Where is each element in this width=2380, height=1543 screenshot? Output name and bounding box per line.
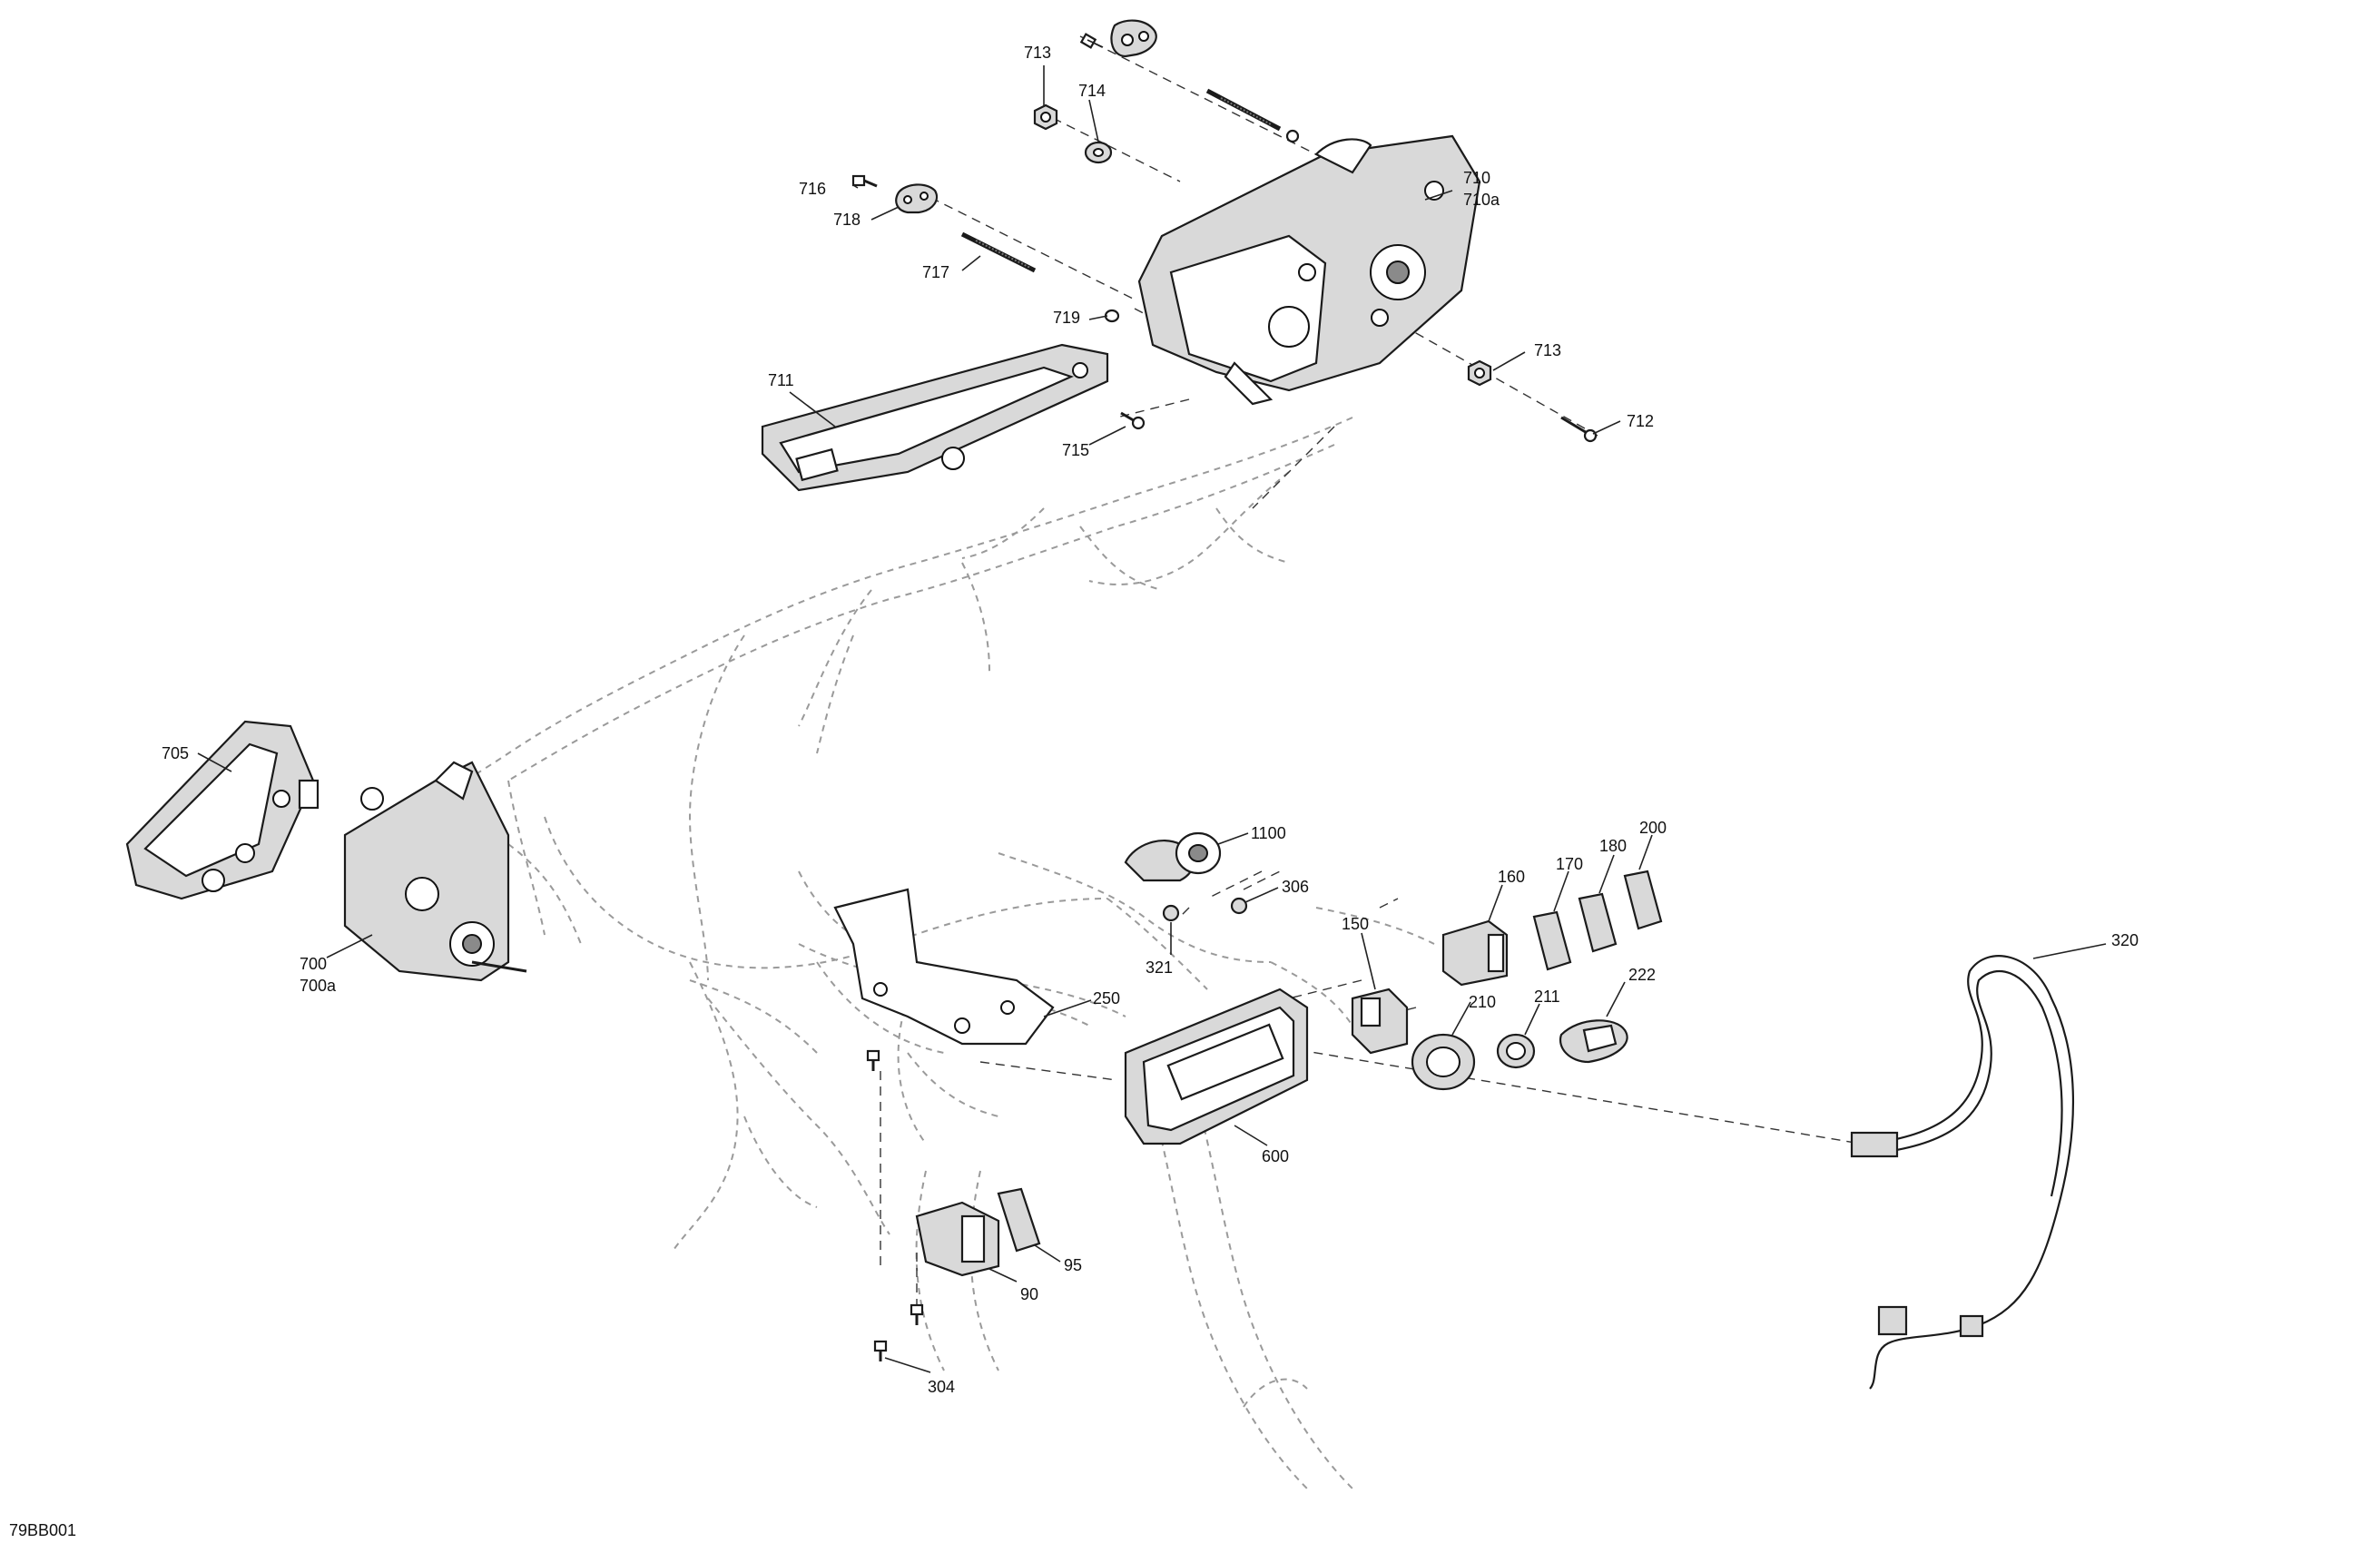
- callout-717: 717: [922, 263, 949, 281]
- bolt-712: [1560, 416, 1598, 443]
- headlight-housing-710: [1137, 134, 1481, 406]
- switch-90: [915, 1201, 1000, 1277]
- switch-160: [1441, 919, 1509, 987]
- nut-713-lower: [1467, 359, 1492, 387]
- display-cluster-600: [1124, 988, 1309, 1145]
- socket-222: [1559, 1019, 1628, 1064]
- bolt-top: [1079, 33, 1104, 49]
- screw-306: [1230, 897, 1248, 915]
- reference-code: 79BB001: [9, 1521, 76, 1539]
- callout-320: 320: [2111, 931, 2139, 949]
- callout-170: 170: [1556, 855, 1583, 873]
- ring-210: [1411, 1033, 1476, 1091]
- callout-1100: 1100: [1251, 824, 1286, 842]
- callout-150: 150: [1342, 915, 1369, 933]
- callout-600: 600: [1262, 1147, 1289, 1165]
- switch-cap-170: [1532, 910, 1572, 971]
- callout-250: 250: [1093, 989, 1120, 1007]
- callout-200: 200: [1639, 819, 1667, 837]
- screw-715: [1120, 411, 1146, 430]
- switch-cap-180: [1578, 892, 1618, 953]
- callout-304: 304: [928, 1378, 955, 1396]
- callout-719: 719: [1053, 309, 1080, 327]
- light-bar-705: [125, 720, 320, 900]
- switch-cap-200: [1623, 870, 1663, 930]
- ignition-switch-1100: [1124, 831, 1222, 882]
- rod-upper: [1205, 88, 1300, 143]
- callout-714: 714: [1078, 82, 1106, 100]
- bracket-718: [895, 183, 939, 214]
- switch-150: [1351, 988, 1409, 1055]
- callout-705: 705: [162, 744, 189, 762]
- callout-labels: 713 714 716 718 717 719 711 715 710 710a…: [162, 44, 2139, 1396]
- callout-700: 700: [300, 955, 327, 973]
- light-bar-711: [761, 343, 1109, 492]
- callout-718: 718: [833, 211, 861, 229]
- callout-712: 712: [1627, 412, 1654, 430]
- headlight-housing-700: [343, 761, 527, 982]
- callout-210: 210: [1469, 993, 1496, 1011]
- callout-95: 95: [1064, 1256, 1082, 1274]
- callout-715: 715: [1062, 441, 1089, 459]
- callout-710a: 710a: [1463, 191, 1500, 209]
- callout-180: 180: [1599, 837, 1627, 855]
- screw-304: [866, 1049, 924, 1361]
- harness-320: [1850, 955, 2075, 1390]
- callout-716: 716: [799, 180, 826, 198]
- bolt-716: [851, 174, 878, 188]
- callout-160: 160: [1498, 868, 1525, 886]
- callout-321: 321: [1146, 958, 1173, 977]
- frame-harness-phantom: [362, 417, 1435, 1489]
- callout-713-upper: 713: [1024, 44, 1051, 62]
- callout-713-lower: 713: [1534, 341, 1561, 359]
- rod-717: [960, 231, 1037, 273]
- switch-cap-95: [997, 1187, 1041, 1253]
- callout-700a: 700a: [300, 977, 337, 995]
- leader-lines: [197, 65, 2107, 1373]
- screw-321: [1162, 904, 1180, 922]
- callout-306: 306: [1282, 878, 1309, 896]
- bracket-250: [833, 888, 1055, 1046]
- bracket-upper: [1110, 19, 1157, 58]
- washer-714: [1084, 141, 1113, 164]
- callout-711: 711: [768, 371, 794, 389]
- callout-90: 90: [1020, 1285, 1038, 1303]
- callout-710: 710: [1463, 169, 1490, 187]
- callout-211: 211: [1534, 988, 1560, 1006]
- nut-713-upper: [1033, 103, 1058, 131]
- ring-211: [1496, 1033, 1536, 1069]
- washer-719: [1104, 309, 1120, 323]
- callout-222: 222: [1628, 966, 1656, 984]
